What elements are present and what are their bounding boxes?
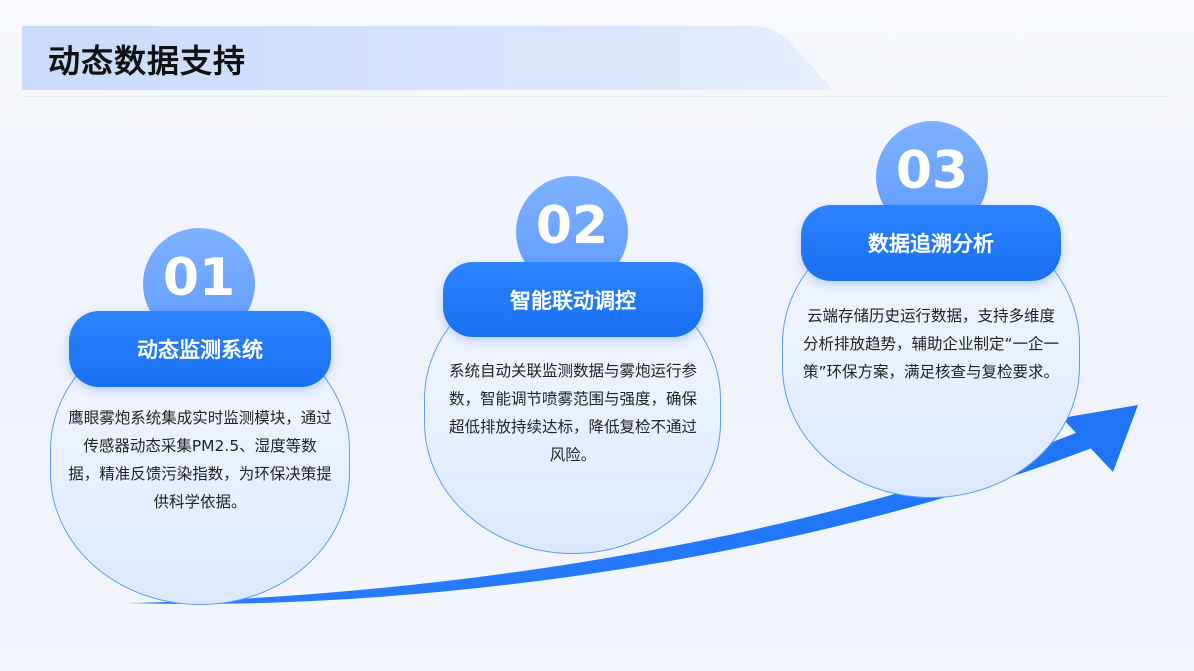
- step-description: 云端存储历史运行数据，支持多维度分析排放趋势，辅助企业制定“一企一策”环保方案，…: [802, 307, 1060, 381]
- title-banner: [22, 26, 832, 90]
- step-title-pill: 智能联动调控: [443, 262, 703, 337]
- page-title: 动态数据支持: [48, 42, 247, 80]
- step-description: 系统自动关联监测数据与雾炮运行参数，智能调节喷雾范围与强度，确保超低排放持续达标…: [448, 362, 697, 464]
- header-divider: [22, 96, 1166, 97]
- step-title-pill: 动态监测系统: [69, 311, 331, 387]
- step-description: 鹰眼雾炮系统集成实时监测模块，通过传感器动态采集PM2.5、湿度等数据，精准反馈…: [68, 409, 332, 511]
- step-title-pill: 数据追溯分析: [801, 205, 1061, 281]
